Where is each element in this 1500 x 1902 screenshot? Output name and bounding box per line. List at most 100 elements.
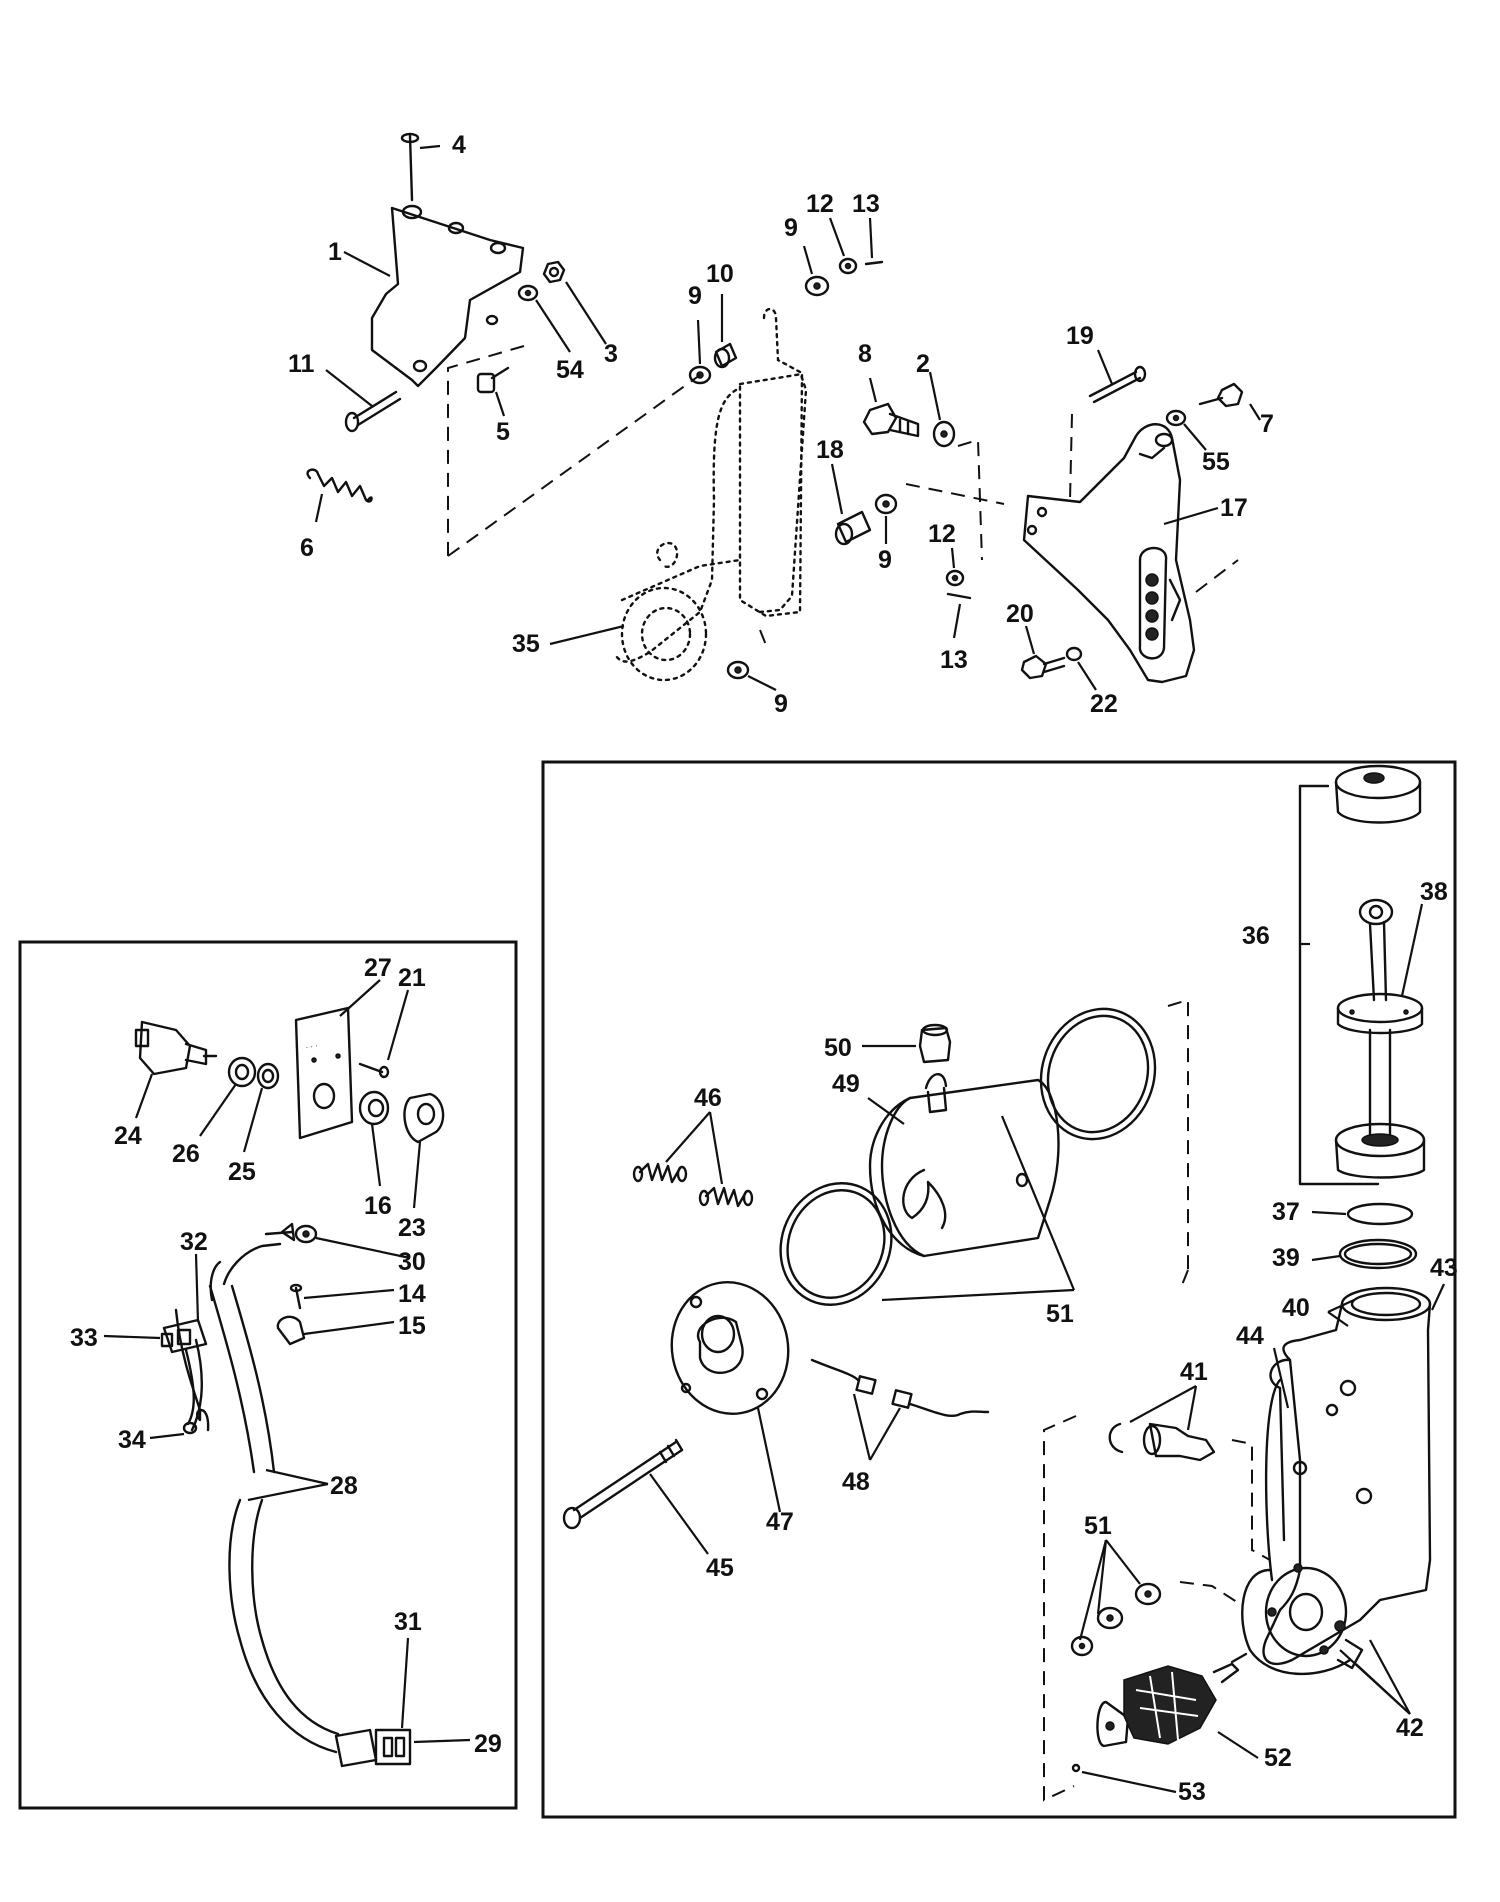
callout-9a: 9: [688, 282, 702, 310]
cotter-13a-icon: [864, 260, 884, 266]
cotter-13b-icon: [946, 592, 972, 600]
springs-46-icon: [632, 1162, 754, 1208]
mounting-bracket-icon: [370, 204, 525, 388]
piston-rod-38-icon: [1336, 898, 1424, 1142]
toggle-switch-icon: [134, 1020, 218, 1076]
callout-1: 1: [328, 238, 342, 266]
callout-55: 55: [1202, 448, 1230, 476]
callout-33: 33: [70, 1324, 98, 1352]
washers-51b-icon: [1070, 1582, 1162, 1657]
cylinder-base-icon: [1334, 1122, 1426, 1179]
ring-terminal-30-icon: [264, 1222, 318, 1244]
callout-2: 2: [916, 350, 930, 378]
clip-15-icon: [276, 1315, 306, 1346]
callout-17: 17: [1220, 494, 1248, 522]
bushing-23-icon: [403, 1092, 445, 1144]
assembly-bracket-36: [1298, 784, 1380, 1186]
callout-11: 11: [288, 350, 315, 378]
bushing-10-icon: [713, 342, 738, 369]
callout-21: 21: [398, 964, 426, 992]
pump-motor-kit-frame: [541, 760, 1457, 1819]
washer-12b-icon: [945, 569, 965, 587]
callout-53: 53: [1178, 1778, 1206, 1806]
spring-6-icon: [306, 468, 373, 503]
callout-6: 6: [300, 534, 314, 562]
through-bolt-45-icon: [562, 1438, 684, 1530]
callout-8: 8: [858, 340, 872, 368]
callout-52: 52: [1264, 1744, 1292, 1772]
callout-10: 10: [706, 260, 734, 288]
callout-7: 7: [1260, 410, 1274, 438]
callout-37: 37: [1272, 1198, 1300, 1226]
washer-25-icon: [256, 1062, 280, 1090]
callout-41: 41: [1180, 1358, 1208, 1386]
callout-24: 24: [114, 1122, 142, 1150]
callout-26: 26: [172, 1140, 200, 1168]
callout-27: 27: [364, 954, 392, 982]
washer-9b-icon: [804, 275, 830, 297]
washer-9d-icon: [726, 660, 750, 680]
o-ring-37-icon: [1346, 1202, 1414, 1226]
callout-3: 3: [604, 340, 618, 368]
callout-44: 44: [1236, 1322, 1264, 1350]
callout-38: 38: [1420, 878, 1448, 906]
motor-can-49-icon: [868, 1073, 1060, 1258]
terminal-34-icon: [182, 1421, 198, 1435]
bushing-18-icon: [834, 510, 872, 546]
callout-13a: 13: [852, 190, 880, 218]
screw-14-icon: [289, 1283, 303, 1310]
callout-30: 30: [398, 1248, 426, 1276]
wire-harness-icon: [174, 1242, 340, 1754]
ball-53-icon: [1071, 1763, 1081, 1773]
callout-36: 36: [1242, 922, 1270, 950]
callout-51a: 51: [1046, 1300, 1074, 1328]
callout-19: 19: [1066, 322, 1094, 350]
callout-42: 42: [1396, 1714, 1424, 1742]
callout-40: 40: [1282, 1294, 1310, 1322]
gasket-large-51-icon: [1039, 1007, 1157, 1141]
nut-3-icon: [542, 260, 566, 284]
callout-35: 35: [512, 630, 540, 658]
screw-4-icon: [400, 132, 420, 202]
connector-29-icon: [334, 1728, 412, 1768]
bushing-50-icon: [918, 1023, 952, 1064]
pin-11-icon: [344, 390, 402, 433]
callout-16: 16: [364, 1192, 392, 1220]
reservoir-cap-icon: [1334, 764, 1422, 824]
callout-9d: 9: [774, 690, 788, 718]
bolt-20-icon: [1020, 654, 1066, 680]
brushes-48-icon: [810, 1358, 990, 1418]
callout-51b: 51: [1084, 1512, 1112, 1540]
pin-19-icon: [1088, 365, 1147, 404]
callout-14: 14: [398, 1280, 426, 1308]
washer-22-icon: [1065, 646, 1083, 662]
washer-2-icon: [932, 420, 956, 448]
callout-43: 43: [1430, 1254, 1458, 1282]
switch-plate-27-icon: · · ·: [294, 1006, 354, 1140]
callout-31: 31: [394, 1608, 422, 1636]
callout-49: 49: [832, 1070, 860, 1098]
callout-34: 34: [118, 1426, 146, 1454]
washer-54-icon: [517, 284, 539, 302]
washer-55-icon: [1165, 409, 1187, 427]
screw-21-icon: [358, 1062, 390, 1079]
callout-5: 5: [496, 418, 510, 446]
grommet-16-icon: [358, 1090, 390, 1126]
callout-12a: 12: [806, 190, 834, 218]
callout-54: 54: [556, 356, 584, 384]
callout-13b: 13: [940, 646, 968, 674]
callout-15: 15: [398, 1312, 426, 1340]
callout-28: 28: [330, 1472, 358, 1500]
armature-icon: [1096, 1652, 1248, 1748]
bolt-8-icon: [862, 402, 920, 438]
callout-46: 46: [694, 1084, 722, 1112]
callout-12b: 12: [928, 520, 956, 548]
callout-25: 25: [228, 1158, 256, 1186]
nut-26-icon: [227, 1056, 257, 1088]
callout-18: 18: [816, 436, 844, 464]
svg-text:· · ·: · · ·: [305, 1041, 319, 1052]
callout-50: 50: [824, 1034, 852, 1062]
tilt-pump-motor-icon: [614, 307, 808, 682]
gasket-small-51-icon: [779, 1182, 893, 1306]
callout-22: 22: [1090, 690, 1118, 718]
